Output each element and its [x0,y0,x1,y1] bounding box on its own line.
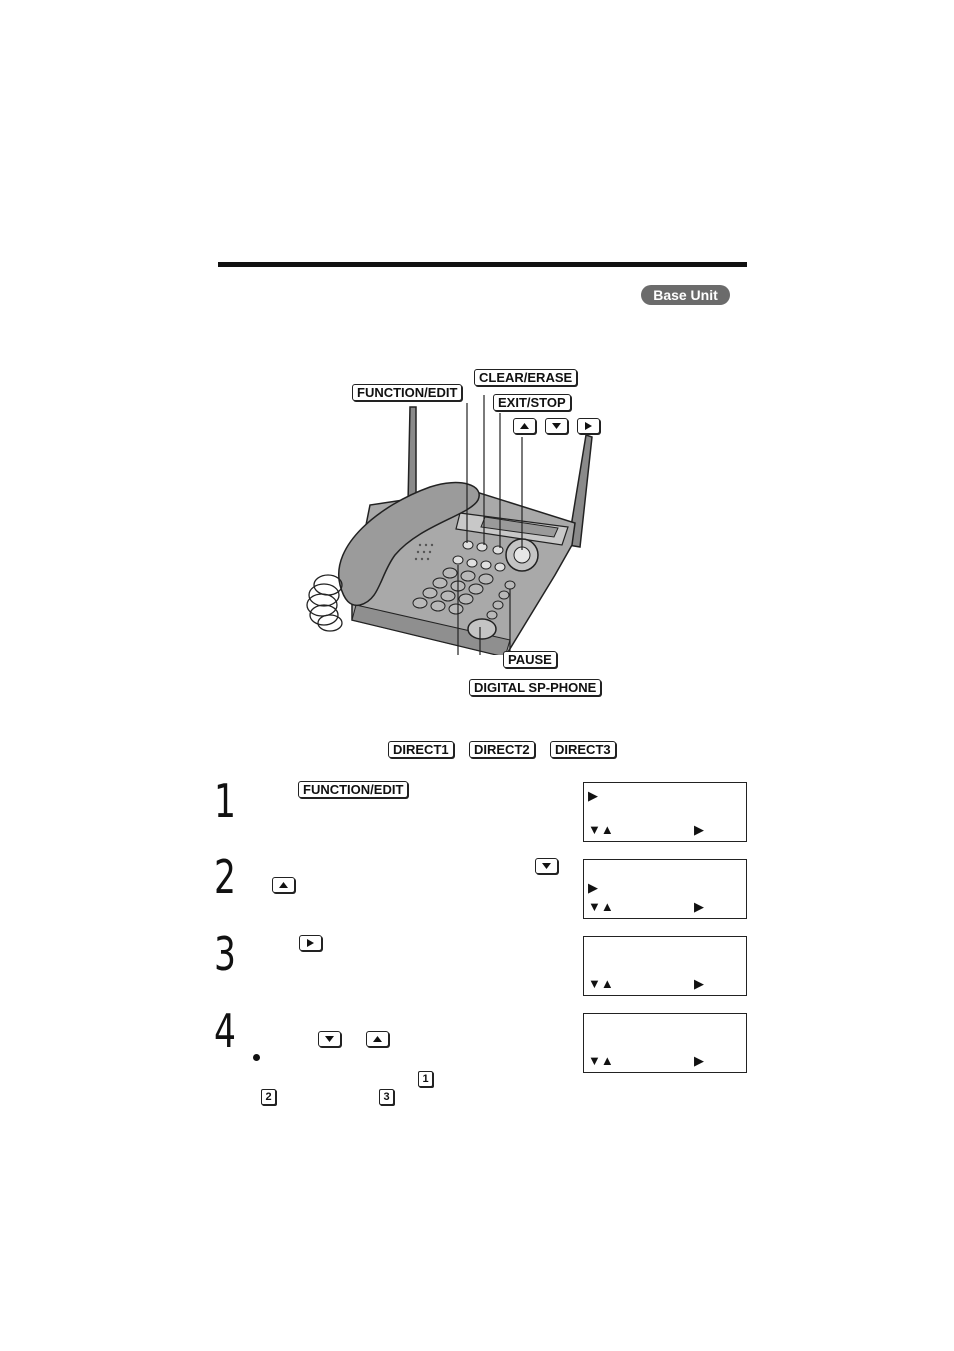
number-key-3: 3 [379,1089,394,1105]
down-arrow-icon [318,1031,341,1047]
right-arrow-icon: ▶ [694,899,704,914]
step-number: 3 [214,927,236,981]
down-arrow-icon [535,858,558,874]
right-arrow-icon: ▶ [694,822,704,837]
base-unit-badge: Base Unit [641,285,730,305]
direct2-label: DIRECT2 [469,741,535,758]
function-edit-label: FUNCTION/EDIT [352,384,463,401]
header-rule [218,262,747,267]
step-number: 2 [214,850,236,904]
lcd-display-3: ▼▲ ▶ [583,936,747,996]
up-down-icon: ▼▲ [588,976,614,991]
up-down-icon: ▼▲ [588,899,614,914]
lcd-display-1: ▶ ▼▲ ▶ [583,782,747,842]
digital-sp-phone-label: DIGITAL SP-PHONE [469,679,602,696]
clear-erase-label: CLEAR/ERASE [474,369,578,386]
function-edit-key: FUNCTION/EDIT [298,781,409,798]
down-arrow-icon [545,418,568,434]
right-arrow-icon [299,935,322,951]
step-number: 4 [214,1004,236,1058]
up-down-icon: ▼▲ [588,1053,614,1068]
bullet-icon [253,1054,260,1061]
exit-stop-label: EXIT/STOP [493,394,571,411]
right-arrow-icon [577,418,600,434]
step-number: 1 [214,774,236,828]
phone-illustration [306,395,593,655]
lcd-display-4: ▼▲ ▶ [583,1013,747,1073]
up-down-icon: ▼▲ [588,822,614,837]
cursor-icon: ▶ [588,880,598,895]
cursor-icon: ▶ [588,788,598,803]
direct3-label: DIRECT3 [550,741,616,758]
right-arrow-icon: ▶ [694,976,704,991]
number-key-2: 2 [261,1089,276,1105]
up-arrow-icon [272,877,295,893]
right-arrow-icon: ▶ [694,1053,704,1068]
lcd-display-2: ▶ ▼▲ ▶ [583,859,747,919]
up-arrow-icon [513,418,536,434]
up-arrow-icon [366,1031,389,1047]
direct1-label: DIRECT1 [388,741,454,758]
number-key-1: 1 [418,1071,433,1087]
pause-label: PAUSE [503,651,557,668]
